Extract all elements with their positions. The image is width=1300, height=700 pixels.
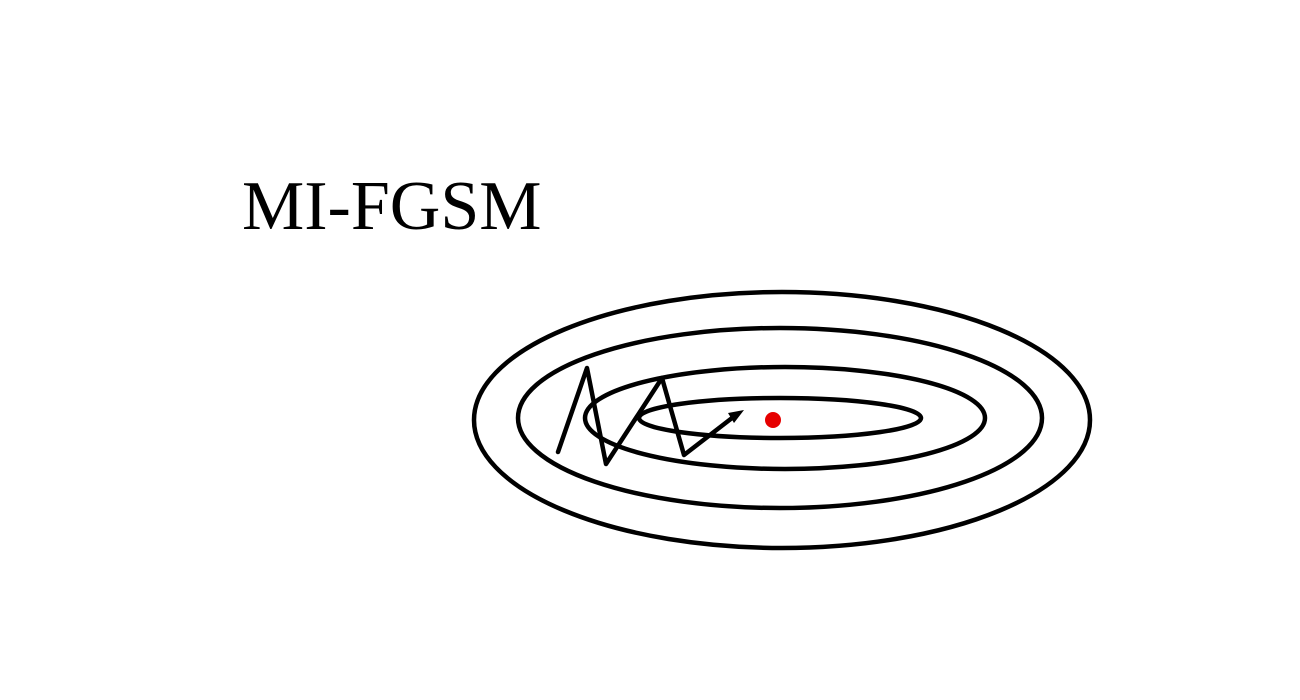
contour-innermost [636,395,924,441]
optimization-trajectory [555,365,735,467]
method-title: MI-FGSM [242,168,542,245]
contour-inner [582,364,988,472]
optimum-point [765,412,781,428]
contour-outer [471,289,1093,551]
trajectory-arrowhead [728,410,744,423]
contour-middle [515,325,1045,511]
